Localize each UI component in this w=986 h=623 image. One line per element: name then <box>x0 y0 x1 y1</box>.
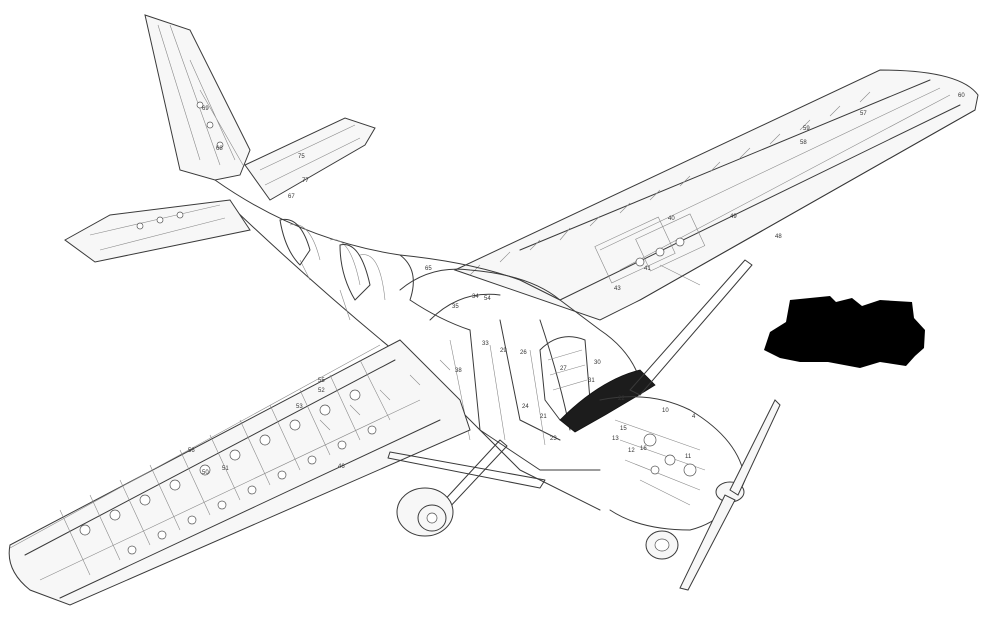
callout-label: 46 <box>338 464 345 470</box>
callout-label: 29 <box>500 348 507 354</box>
callout-label: 53 <box>296 404 303 410</box>
rib-holes <box>79 389 377 555</box>
callout-label: 30 <box>594 360 601 366</box>
callout-label: 48 <box>775 234 782 240</box>
callout-label: 40 <box>668 216 675 222</box>
callout-label: 27 <box>560 366 567 372</box>
callout-label: 21 <box>540 414 547 420</box>
callout-label: 67 <box>288 194 295 200</box>
callout-label: 52 <box>318 388 325 394</box>
callout-label: 35 <box>452 304 459 310</box>
callout-label: 50 <box>202 470 209 476</box>
callout-label: 60 <box>958 93 965 99</box>
callout-label: 24 <box>522 404 529 410</box>
callout-label: 43 <box>614 286 621 292</box>
callout-label: 54 <box>484 296 491 302</box>
callout-labels: 69 68 75 77 67 65 40 49 57 59 58 60 41 4… <box>188 93 965 476</box>
callout-label: 31 <box>588 378 595 384</box>
callout-label: 13 <box>612 436 619 442</box>
callout-label: 23 <box>550 436 557 442</box>
callout-label: 51 <box>222 466 229 472</box>
right-wing <box>453 69 979 321</box>
callout-label: 38 <box>455 368 462 374</box>
callout-label: 4 <box>692 414 696 420</box>
struts-and-gear <box>387 259 753 537</box>
callout-label: 41 <box>644 266 651 272</box>
callout-label: 77 <box>302 178 309 184</box>
callout-label: 15 <box>620 426 627 432</box>
callout-label: 33 <box>482 341 489 347</box>
callout-label: 65 <box>425 266 432 272</box>
callout-label: 59 <box>803 126 810 132</box>
redaction-mark <box>764 296 925 368</box>
callout-label: 49 <box>730 214 737 220</box>
tail <box>64 14 376 263</box>
callout-label: 58 <box>800 140 807 146</box>
callout-label: 68 <box>216 146 223 152</box>
callout-label: 11 <box>685 454 692 460</box>
callout-label: 26 <box>520 350 527 356</box>
callout-label: 22 <box>618 396 625 402</box>
callout-label: 55 <box>318 378 325 384</box>
left-wing <box>8 339 471 606</box>
callout-label: 57 <box>860 111 867 117</box>
callout-label: 69 <box>202 106 209 112</box>
callout-label: 34 <box>472 294 479 300</box>
callout-label: 12 <box>628 448 635 454</box>
callout-label: 56 <box>188 448 195 454</box>
callout-label: 10 <box>662 408 669 414</box>
callout-label: 16 <box>640 446 647 452</box>
fuselage <box>214 179 781 591</box>
callout-label: 75 <box>298 154 305 160</box>
